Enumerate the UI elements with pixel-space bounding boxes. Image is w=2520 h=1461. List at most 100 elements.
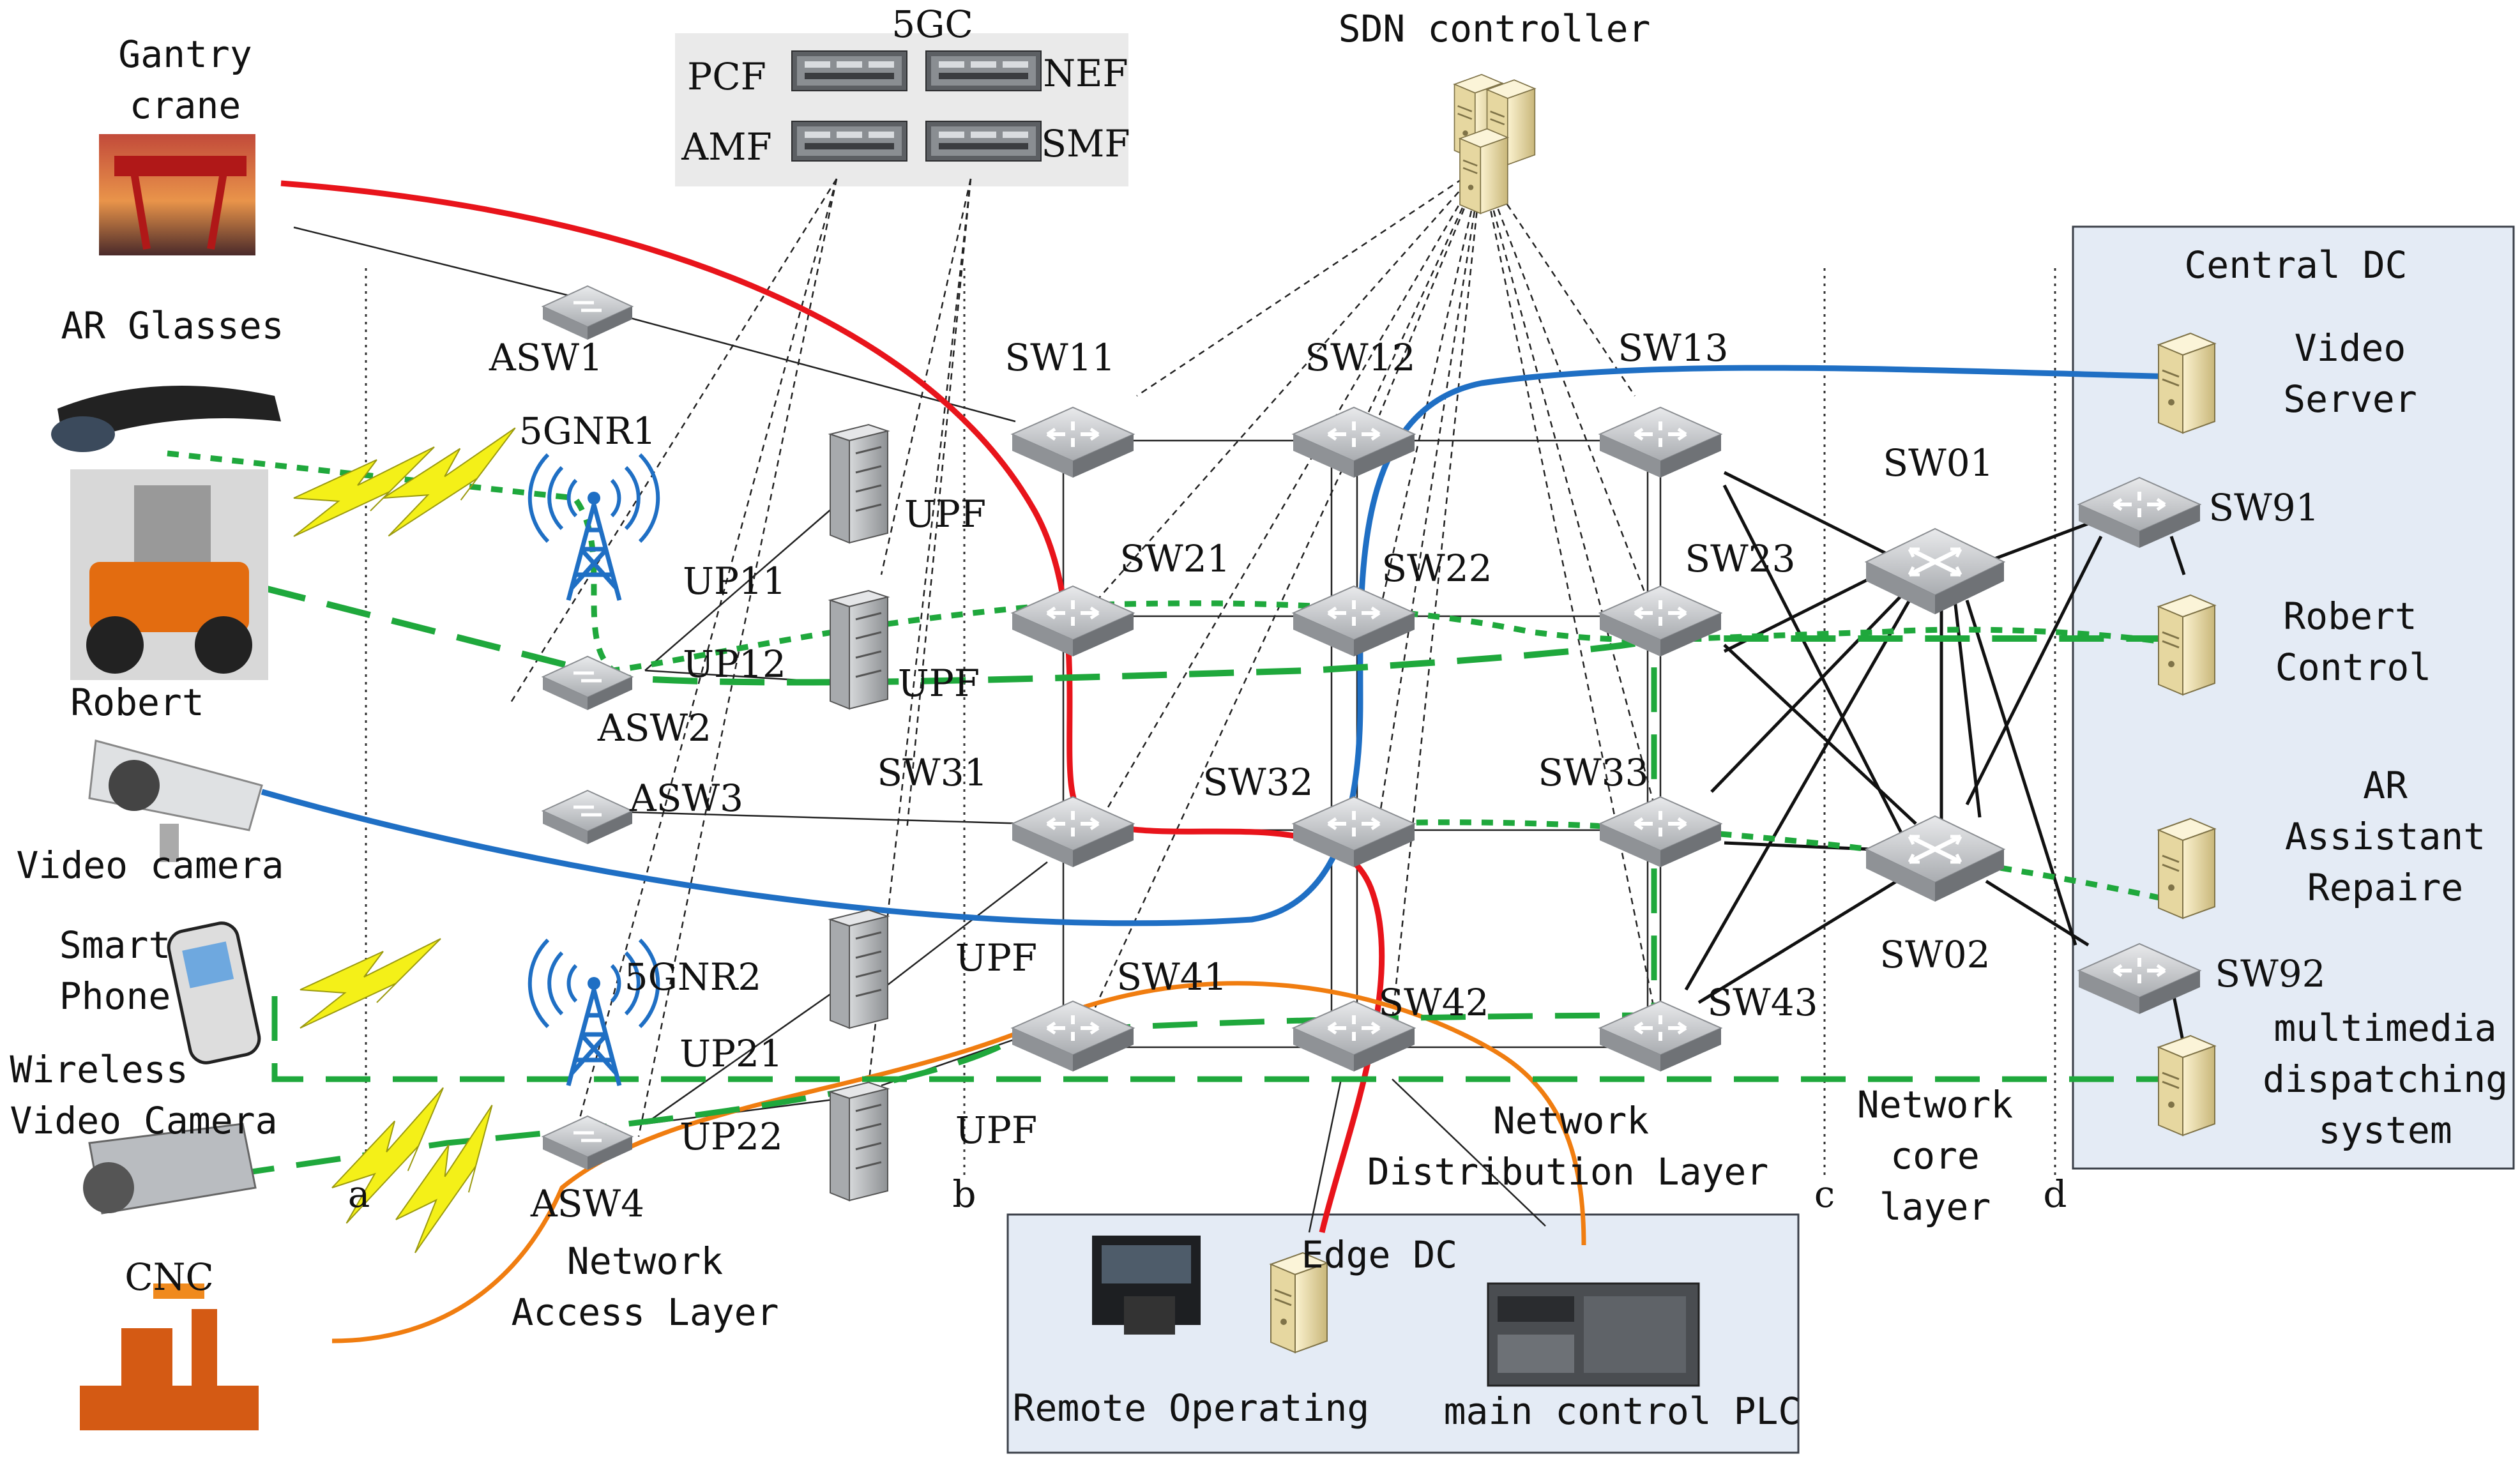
sw22-switch — [1293, 586, 1415, 656]
cnc-image — [80, 1283, 259, 1430]
amf-unit — [791, 121, 907, 162]
dist-layer-label-1: Network — [1493, 1099, 1650, 1142]
asw3-label: ASW3 — [629, 776, 743, 820]
nef-unit — [925, 50, 1042, 91]
asw1-switch — [543, 286, 632, 340]
smart-phone-label-1: Smart — [59, 923, 171, 967]
upf-3-label: UPF — [955, 936, 1037, 980]
sw41-label: SW41 — [1116, 955, 1227, 999]
wireless-cam-label-2: Video Camera — [10, 1099, 277, 1142]
smart-phone-label-2: Phone — [59, 974, 171, 1018]
sdn-controller-icon — [1454, 73, 1536, 215]
gnr1-tower-icon — [530, 455, 658, 600]
remote-operating-label: Remote Operating — [1013, 1386, 1370, 1430]
plc-label: main control PLC — [1444, 1389, 1801, 1433]
layer-guide-lines — [365, 268, 2056, 1175]
line-b-label: b — [952, 1172, 976, 1216]
smart-phone-image — [167, 921, 261, 1064]
wireless-cam-label-1: Wireless — [10, 1048, 188, 1091]
central-dc-label: Central DC — [2184, 243, 2407, 287]
edge-dc-label: Edge DC — [1302, 1233, 1457, 1276]
upf-4-label: UPF — [955, 1109, 1037, 1152]
green-path-robot — [261, 584, 2159, 686]
sw32-label: SW32 — [1203, 761, 1313, 804]
sw13-switch — [1600, 407, 1721, 478]
sw21-label: SW21 — [1120, 537, 1230, 580]
asw3-switch — [543, 791, 632, 844]
upf-1-icon — [829, 423, 889, 544]
up11-label: UP11 — [683, 559, 786, 603]
robert-label: Robert — [70, 681, 204, 724]
plc-image — [1487, 1282, 1700, 1387]
up12-label: UP12 — [683, 642, 786, 686]
remote-operating-image — [1092, 1236, 1201, 1335]
core-layer-label-2: core — [1890, 1134, 1980, 1177]
sw01-label: SW01 — [1883, 441, 1993, 485]
video-server-icon — [2157, 332, 2216, 434]
robert-control-label-2: Control — [2275, 646, 2431, 689]
sw43-label: SW43 — [1707, 981, 1818, 1024]
line-d-label: d — [2043, 1172, 2067, 1216]
upf-2-label: UPF — [898, 662, 980, 705]
sw31-switch — [1012, 797, 1134, 867]
sdn-controller-label: SDN controller — [1339, 7, 1651, 50]
sw91-label: SW91 — [2208, 486, 2319, 529]
access-layer-label-2: Access Layer — [511, 1291, 778, 1334]
gnr2-label: 5GNR2 — [625, 955, 762, 999]
sw33-label: SW33 — [1538, 751, 1648, 794]
sw23-label: SW23 — [1685, 537, 1795, 580]
gantry-crane-image — [99, 134, 255, 255]
pcf-unit — [791, 50, 907, 91]
multimedia-server-icon — [2157, 1034, 2216, 1137]
sw11-switch — [1012, 407, 1134, 478]
upf-3-icon — [829, 909, 889, 1029]
green-path-wireless-cam — [229, 639, 1657, 1178]
sw41-switch — [1012, 1001, 1134, 1071]
ar-assist-label-3: Repaire — [2307, 866, 2463, 909]
fivegc-label: 5GC — [892, 3, 973, 46]
video-camera-label: Video camera — [16, 844, 284, 887]
robert-control-server-icon — [2157, 594, 2216, 696]
access-layer-label-1: Network — [567, 1239, 724, 1283]
wireless-camera-image — [83, 1123, 257, 1215]
blue-path-1 — [261, 365, 2178, 927]
cnc-label: CNC — [125, 1255, 214, 1299]
asw2-label: ASW2 — [597, 706, 711, 750]
ar-glasses-image — [51, 386, 281, 452]
line-a-label: a — [348, 1172, 370, 1216]
sw12-switch — [1293, 407, 1415, 478]
ar-assist-server-icon — [2157, 817, 2216, 920]
upf-1-label: UPF — [904, 492, 986, 536]
gantry-crane-label-2: crane — [130, 84, 241, 127]
sw43-switch — [1600, 1001, 1721, 1071]
sw92-label: SW92 — [2215, 952, 2325, 995]
amf-label: AMF — [681, 125, 772, 169]
nef-label: NEF — [1043, 52, 1128, 95]
pcf-label: PCF — [687, 55, 766, 98]
video-camera-image — [88, 739, 263, 862]
green-path-ar-assist — [1372, 819, 2172, 904]
upf-4-icon — [829, 1081, 889, 1202]
sw42-label: SW42 — [1378, 981, 1489, 1024]
smf-label: SMF — [1041, 122, 1130, 165]
sw31-label: SW31 — [877, 751, 987, 794]
ar-assist-label-1: AR — [2363, 764, 2408, 807]
central-dc-box — [2072, 225, 2515, 1170]
sw32-switch — [1293, 797, 1415, 867]
asw4-switch — [543, 1116, 632, 1170]
ar-glasses-label: AR Glasses — [61, 304, 284, 347]
core-layer-label-3: layer — [1879, 1185, 1991, 1229]
sw13-label: SW13 — [1618, 326, 1728, 370]
upf-2-icon — [829, 589, 889, 710]
asw1-label: ASW1 — [489, 336, 603, 379]
ar-assist-label-2: Assistant — [2285, 815, 2486, 858]
smf-unit — [925, 121, 1042, 162]
mm-label-3: system — [2318, 1109, 2452, 1152]
green-path-wireless — [271, 996, 2159, 1082]
sw22-label: SW22 — [1381, 547, 1492, 590]
mm-label-1: multimedia — [2273, 1006, 2496, 1050]
up21-label: UP21 — [679, 1032, 783, 1075]
sw33-switch — [1600, 797, 1721, 867]
robert-control-label-1: Robert — [2283, 594, 2417, 638]
